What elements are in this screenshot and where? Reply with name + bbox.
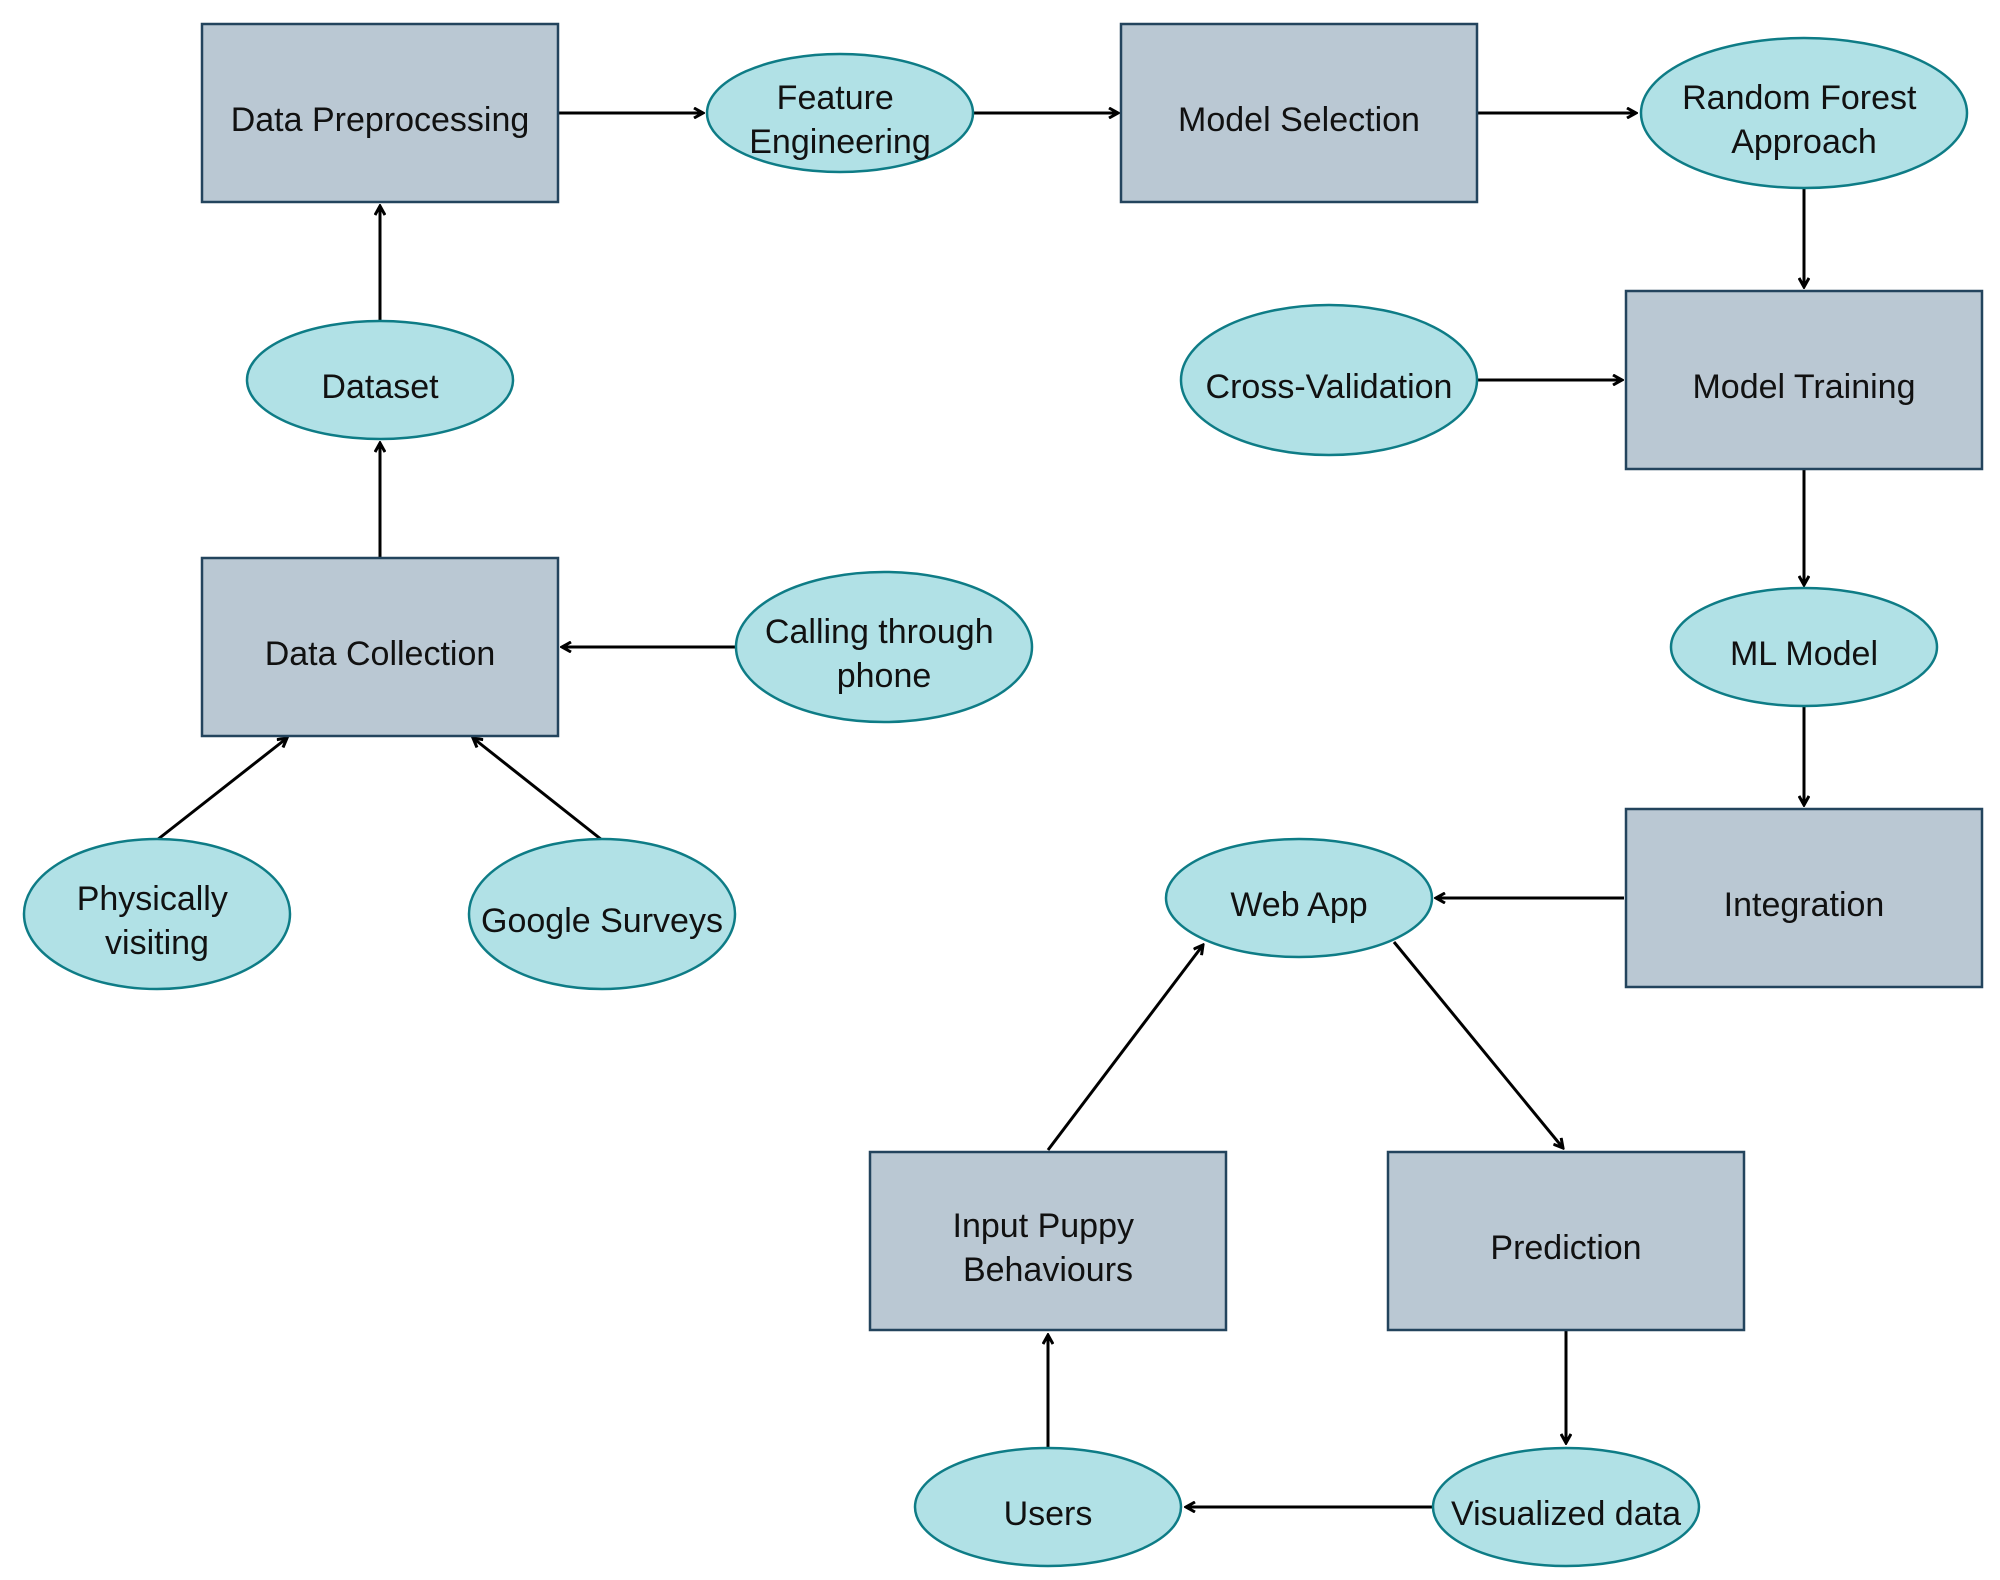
- node-label: Data Preprocessing: [231, 101, 530, 139]
- label-line-2: Behaviours: [963, 1251, 1133, 1289]
- node-web-app: Web App: [1164, 837, 1434, 959]
- node-label: Model Training: [1692, 368, 1915, 406]
- node-label: Google Surveys: [481, 902, 723, 940]
- node-label: Input Puppy Behaviours: [953, 1207, 1144, 1289]
- node-visualized-data: Visualized data: [1431, 1446, 1701, 1568]
- label-line-1: Feature: [777, 79, 894, 117]
- node-label: Web App: [1230, 886, 1367, 924]
- edge-input-puppy-to-web-app: [1046, 945, 1203, 1151]
- node-data-collection: Data Collection: [200, 556, 560, 738]
- node-prediction: Prediction: [1386, 1150, 1746, 1332]
- node-users: Users: [913, 1446, 1183, 1568]
- node-google-surveys: Google Surveys: [467, 837, 737, 991]
- node-label: Feature Engineering: [749, 79, 930, 161]
- node-integration: Integration: [1624, 807, 1984, 989]
- node-feature-engineering: Feature Engineering: [705, 52, 975, 174]
- node-label: Cross-Validation: [1206, 368, 1453, 406]
- label-line-2: visiting: [105, 924, 209, 962]
- label-line-2: Approach: [1731, 123, 1877, 161]
- node-label: Users: [1004, 1495, 1093, 1533]
- node-ml-model: ML Model: [1669, 586, 1939, 708]
- node-data-preprocessing: Data Preprocessing: [200, 22, 560, 204]
- node-label: Calling through phone: [765, 613, 1003, 695]
- node-cross-validation: Cross-Validation: [1179, 303, 1479, 457]
- node-label: Integration: [1724, 886, 1885, 924]
- node-label: Model Selection: [1178, 101, 1420, 139]
- node-label: Random Forest Approach: [1682, 79, 1926, 161]
- edge-surveys-to-collection: [473, 738, 603, 842]
- label-line-1: Input Puppy: [953, 1207, 1134, 1245]
- node-label: Prediction: [1490, 1229, 1641, 1267]
- label-line-2: Engineering: [749, 123, 930, 161]
- node-input-puppy-behaviours: Input Puppy Behaviours: [868, 1150, 1228, 1332]
- label-line-1: Physically: [77, 880, 228, 918]
- label-line-1: Calling through: [765, 613, 994, 651]
- node-label: Data Collection: [265, 635, 496, 673]
- node-model-selection: Model Selection: [1119, 22, 1479, 204]
- node-model-training: Model Training: [1624, 289, 1984, 471]
- label-line-2: phone: [837, 657, 932, 695]
- node-label: Dataset: [321, 368, 439, 406]
- label-line-1: Random Forest: [1682, 79, 1917, 117]
- node-physically-visiting: Physically visiting: [22, 837, 292, 991]
- node-calling-phone: Calling through phone: [734, 570, 1034, 724]
- node-label: ML Model: [1730, 635, 1878, 673]
- edges: [156, 113, 1804, 1507]
- node-random-forest: Random Forest Approach: [1639, 36, 1969, 190]
- edge-web-app-to-prediction: [1392, 941, 1563, 1148]
- node-label: Visualized data: [1451, 1495, 1681, 1533]
- edge-visiting-to-collection: [156, 738, 287, 842]
- node-dataset: Dataset: [245, 319, 515, 441]
- node-label: Physically visiting: [77, 880, 238, 962]
